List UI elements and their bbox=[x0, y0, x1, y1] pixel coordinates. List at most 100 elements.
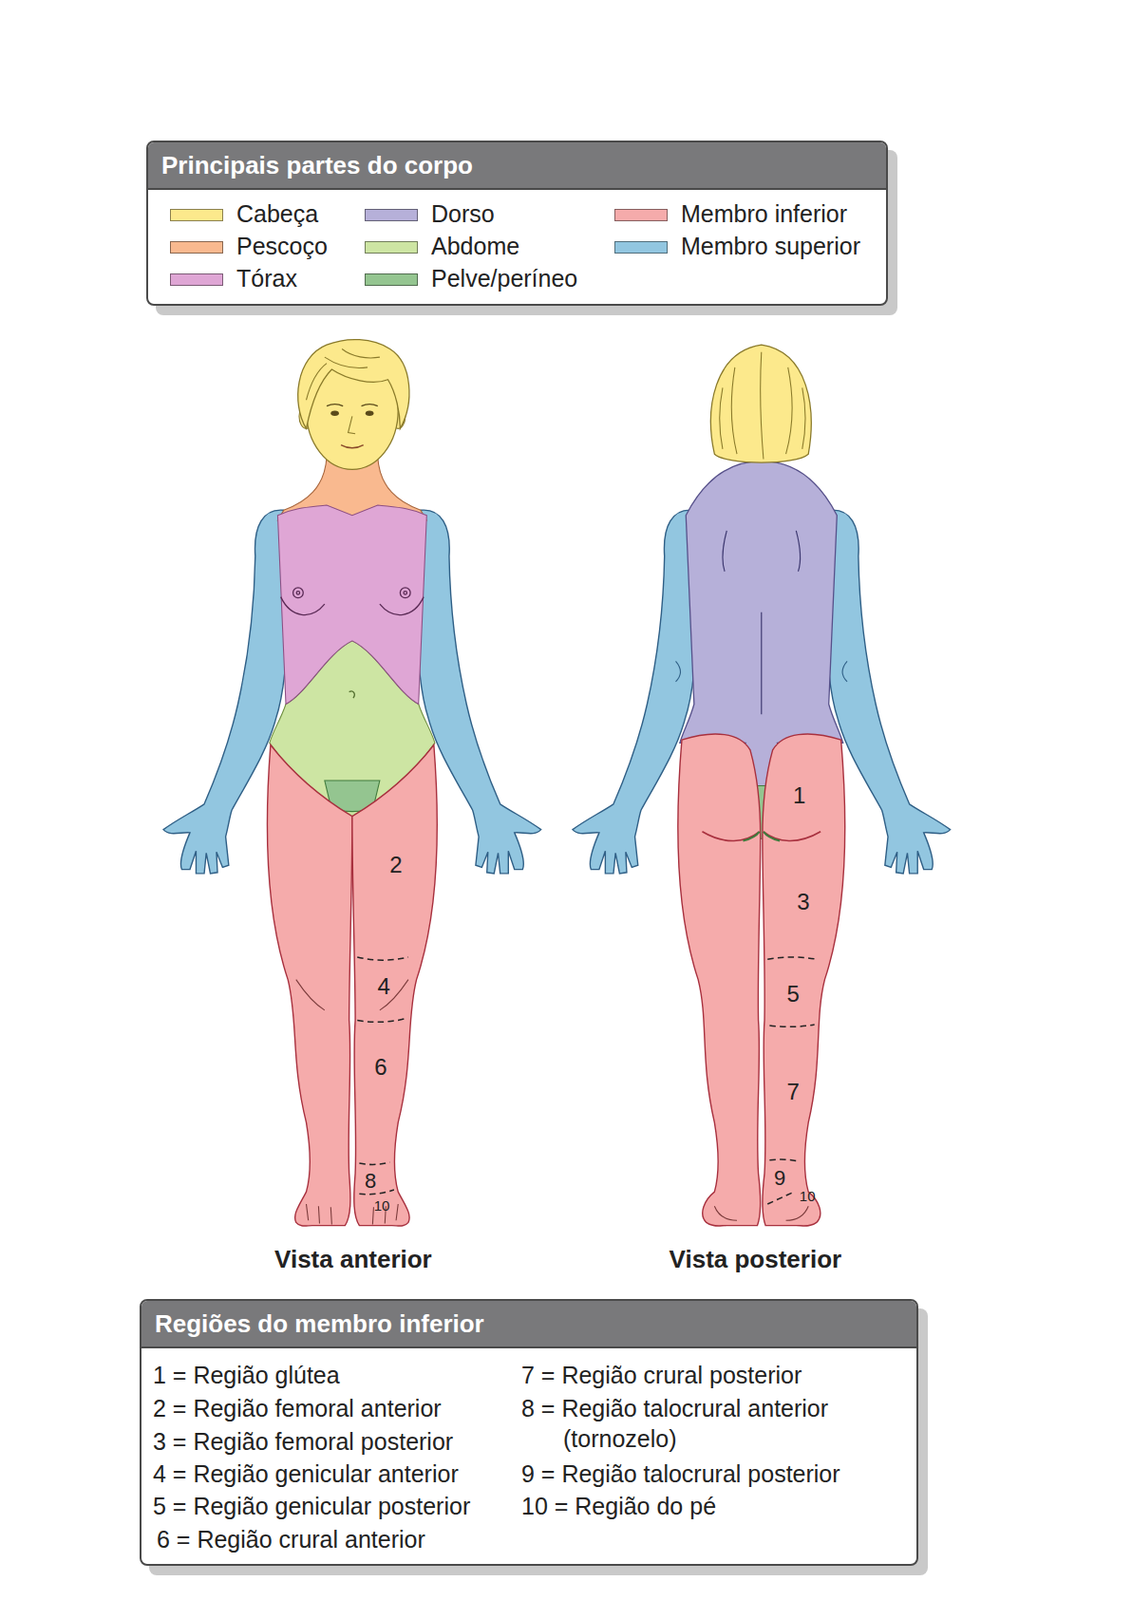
figure-shape bbox=[357, 957, 409, 961]
leg-contours bbox=[714, 1206, 809, 1221]
figure-shape bbox=[358, 1189, 395, 1195]
view-caption: Vista anterior bbox=[274, 1246, 433, 1272]
figure-shape bbox=[722, 530, 727, 572]
legend-label: Tórax bbox=[236, 264, 298, 293]
figure-shape bbox=[266, 744, 352, 1227]
figure-shape bbox=[340, 445, 364, 449]
leg-contours bbox=[296, 980, 409, 1226]
elbow-contours bbox=[676, 660, 849, 681]
callout-number: 10 bbox=[799, 1188, 816, 1203]
legend-label: Membro inferior bbox=[680, 199, 848, 228]
lower-limb bbox=[678, 734, 846, 1227]
region-item: 2 = Região femoral anterior bbox=[152, 1393, 529, 1424]
figure-shape bbox=[711, 344, 812, 463]
posterior-figure bbox=[572, 344, 951, 1227]
legend-label: Pelve/períneo bbox=[431, 264, 578, 293]
legend-label: Membro superior bbox=[680, 231, 861, 261]
region-item: 4 = Região genicular anterior bbox=[152, 1458, 529, 1490]
callout-number: 10 bbox=[374, 1198, 391, 1213]
figure-shape bbox=[281, 597, 325, 616]
legend-label: Pescoço bbox=[236, 231, 328, 261]
callout-number: 7 bbox=[786, 1080, 799, 1104]
figure-shape bbox=[348, 415, 357, 434]
callout-number: 1 bbox=[792, 784, 806, 808]
figure-shape bbox=[842, 660, 848, 681]
head bbox=[711, 344, 812, 463]
legend-panel: Principais partes do corpoCabeçaPescoçoT… bbox=[146, 140, 888, 306]
head bbox=[298, 339, 410, 471]
thorax bbox=[277, 505, 427, 705]
back bbox=[679, 461, 844, 744]
figure-shape bbox=[767, 957, 817, 960]
figure-shape bbox=[701, 831, 759, 842]
panel-heading: Regiões do membro inferior bbox=[154, 1309, 485, 1339]
region-list-panel: Regiões do membro inferior 1 = Região glú… bbox=[139, 1299, 919, 1566]
back-contours bbox=[722, 530, 801, 715]
gluteal-fold bbox=[701, 831, 821, 842]
legend-swatch bbox=[169, 241, 224, 254]
legend-swatch bbox=[169, 208, 224, 222]
legend-swatch bbox=[364, 208, 418, 222]
panel-header-bar: Regiões do membro inferior bbox=[141, 1301, 917, 1349]
region-item: 9 = Região talocrural posterior bbox=[521, 1458, 906, 1490]
callout-number: 9 bbox=[773, 1168, 786, 1189]
callout-number: 4 bbox=[377, 975, 390, 999]
figure-shape bbox=[379, 597, 424, 616]
legend-label: Dorso bbox=[431, 199, 495, 228]
region-item: 7 = Região crural posterior bbox=[521, 1359, 906, 1391]
region-item: 5 = Região genicular posterior bbox=[152, 1490, 529, 1522]
view-caption: Vista posterior bbox=[669, 1246, 843, 1272]
legend-swatch bbox=[169, 273, 224, 286]
figure-shape bbox=[399, 587, 411, 599]
figure-shape bbox=[742, 831, 780, 842]
figure-shape bbox=[296, 591, 300, 595]
callout-number: 6 bbox=[374, 1056, 387, 1079]
figure-shape bbox=[714, 1206, 737, 1221]
callout-number: 3 bbox=[796, 890, 810, 914]
figure-shape bbox=[326, 404, 378, 407]
legend-label: Abdome bbox=[431, 231, 520, 261]
region-item: 1 = Região glútea bbox=[152, 1359, 529, 1391]
figure-shape bbox=[769, 1024, 814, 1027]
figure-shape bbox=[357, 1018, 407, 1022]
figure-shape bbox=[365, 411, 375, 416]
figure-shape bbox=[719, 352, 806, 460]
figure-shape bbox=[786, 1206, 810, 1221]
callout-number: 2 bbox=[389, 853, 402, 877]
region-item: 8 = Região talocrural anterior (tornozel… bbox=[521, 1393, 906, 1454]
figure-shape bbox=[330, 411, 340, 416]
figure-shape bbox=[678, 734, 761, 1227]
legend-swatch bbox=[614, 208, 668, 222]
chest-details bbox=[281, 587, 424, 616]
figure-shape bbox=[306, 349, 380, 401]
region-item: 10 = Região do pé bbox=[521, 1490, 906, 1522]
legend-swatch bbox=[614, 241, 668, 254]
region-item: 3 = Região femoral posterior bbox=[152, 1426, 529, 1457]
figure-shape bbox=[298, 339, 410, 430]
legend-swatch bbox=[364, 273, 418, 286]
figure-shape bbox=[293, 587, 304, 599]
callout-number: 8 bbox=[364, 1170, 377, 1192]
figure-shape bbox=[763, 831, 821, 842]
figure-shape bbox=[767, 1191, 794, 1205]
panel-header-bar: Principais partes do corpo bbox=[148, 142, 887, 190]
figure-shape bbox=[760, 612, 762, 715]
legend-label: Cabeça bbox=[236, 199, 319, 228]
region-boundary bbox=[357, 957, 409, 1195]
figure-shape bbox=[306, 1204, 333, 1225]
figure-shape bbox=[762, 734, 846, 1227]
region-item: 6 = Região crural anterior bbox=[156, 1524, 532, 1555]
callout-number: 5 bbox=[786, 982, 799, 1006]
anterior-figure bbox=[163, 339, 542, 1227]
panel-heading: Principais partes do corpo bbox=[161, 150, 473, 180]
figure-shape bbox=[352, 744, 437, 1227]
figure-shape bbox=[358, 1162, 390, 1165]
figure-shape bbox=[296, 980, 325, 1011]
figure-shape bbox=[676, 660, 681, 681]
region-boundary bbox=[767, 957, 817, 1205]
navel bbox=[349, 691, 356, 699]
legend-swatch bbox=[364, 241, 418, 254]
figure-shape bbox=[769, 1159, 798, 1162]
figure-shape bbox=[403, 591, 407, 595]
